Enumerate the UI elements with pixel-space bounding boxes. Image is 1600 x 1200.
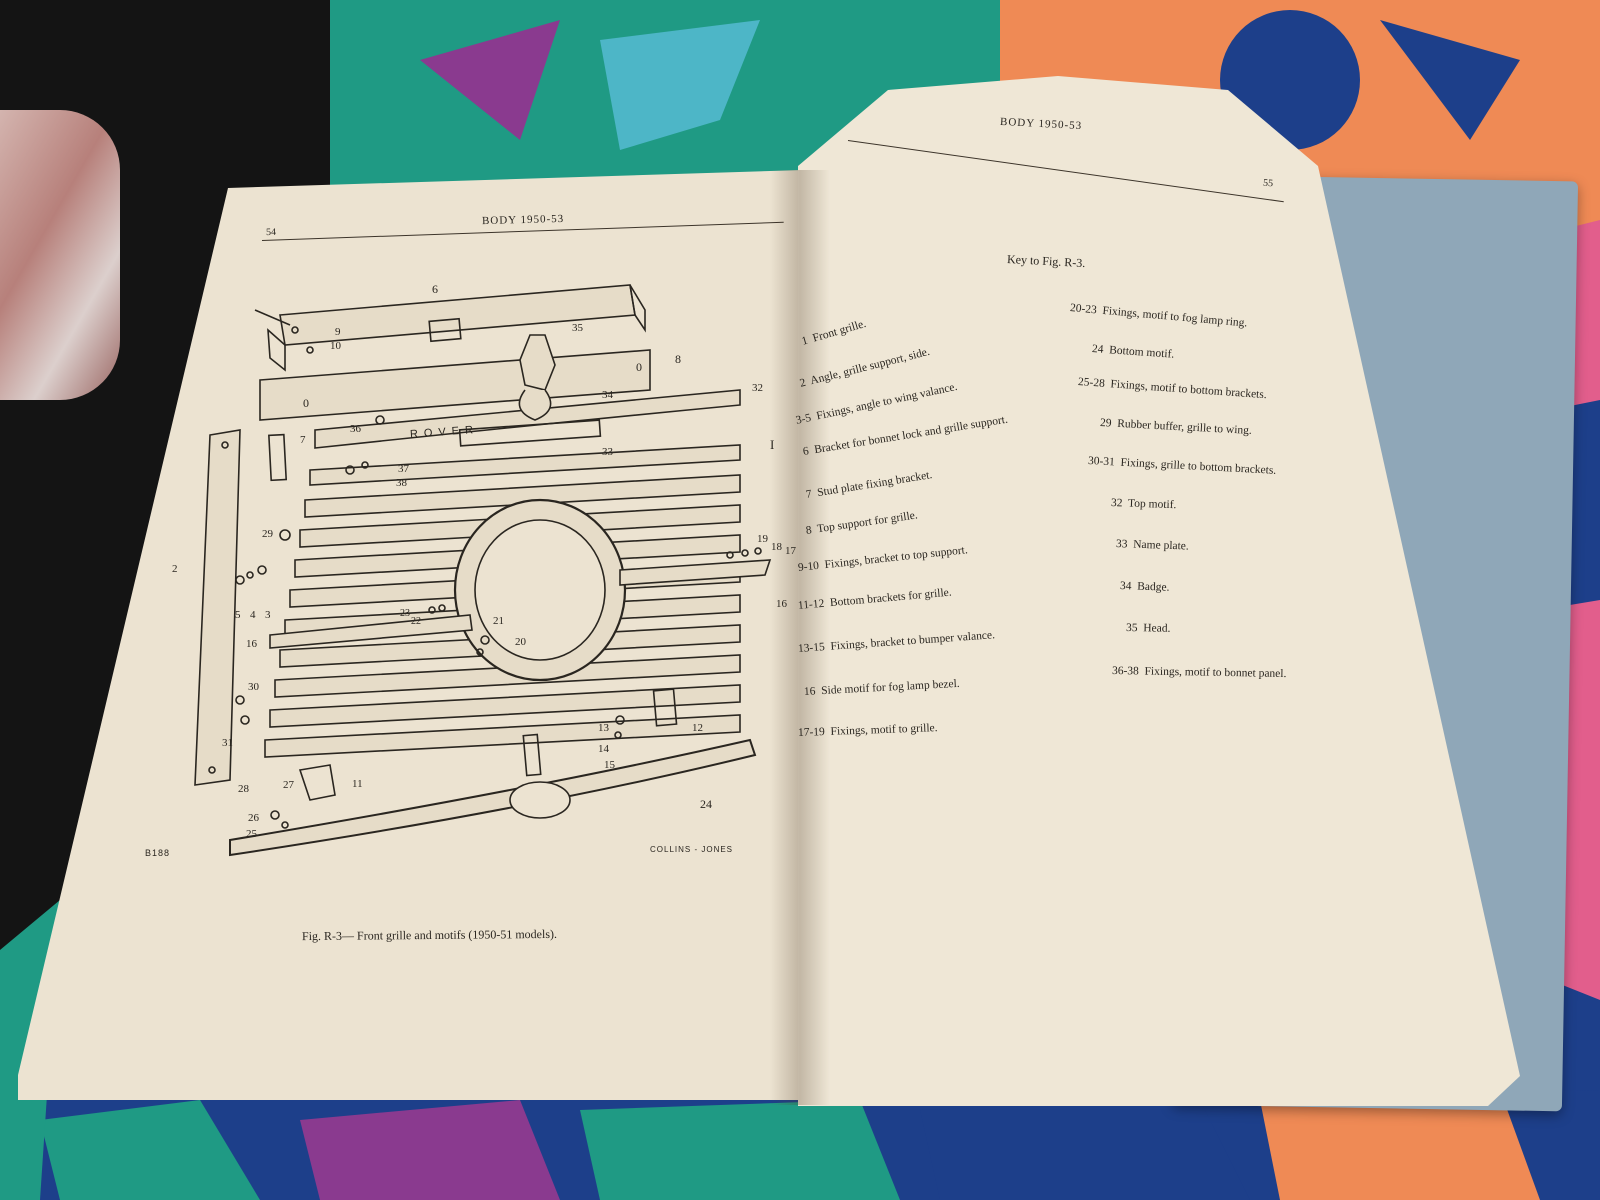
callout-31: 31	[222, 737, 233, 749]
left-page-number: 54	[265, 226, 277, 239]
figure-caption: Fig. R-3— Front grille and motifs (1950-…	[301, 926, 558, 944]
callout-16-right: 16	[776, 598, 787, 610]
name-plate-text: ROVER	[410, 424, 480, 441]
key-item-32: 32 Top motif.	[1110, 497, 1177, 512]
callout-25: 25	[246, 828, 257, 840]
artist-credit: COLLINS - JONES	[650, 845, 734, 854]
callout-33: 33	[602, 446, 613, 458]
plastic-tray	[0, 110, 120, 400]
callout-38: 38	[396, 477, 407, 489]
callout-34: 34	[602, 389, 613, 401]
callout-29: 29	[262, 528, 273, 540]
callout-27: 27	[283, 779, 294, 791]
callout-21: 21	[493, 615, 504, 627]
callout-23: 23	[400, 608, 410, 619]
callout-5: 5	[235, 609, 241, 621]
callout-20: 20	[515, 636, 526, 648]
callout-11: 11	[352, 778, 363, 790]
book-gutter	[770, 170, 830, 1105]
callout-18: 18	[771, 541, 782, 553]
callout-28: 28	[238, 783, 249, 795]
callout-36: 36	[350, 423, 361, 435]
callout-32: 32	[752, 382, 763, 394]
callout-10: 10	[330, 340, 341, 352]
callout-8: 8	[675, 352, 681, 366]
callout-6: 6	[432, 282, 438, 296]
left-page-header: BODY 1950-53	[481, 212, 565, 228]
callout-30: 30	[248, 681, 259, 693]
callout-17: 17	[785, 545, 796, 557]
callout-2: 2	[172, 563, 178, 575]
callout-37: 37	[398, 463, 409, 475]
callout-13: 13	[598, 722, 609, 734]
callout-0b: 0	[303, 396, 309, 410]
callout-1: I	[770, 437, 775, 452]
callout-14: 14	[598, 743, 609, 755]
callout-19: 19	[757, 533, 768, 545]
callout-35: 35	[572, 322, 583, 334]
callout-3: 3	[265, 609, 271, 621]
callout-7: 7	[300, 434, 306, 446]
callout-12: 12	[692, 722, 703, 734]
callout-4: 4	[250, 609, 256, 621]
grille-exploded-drawing: ROVER	[194, 284, 772, 857]
key-item-33: 33 Name plate.	[1115, 538, 1189, 553]
callout-26: 26	[248, 812, 259, 824]
right-page-number: 55	[1262, 177, 1274, 190]
figure-code: B188	[145, 848, 171, 858]
callout-16-left: 16	[246, 638, 257, 650]
key-item-35: 35 Head.	[1125, 622, 1171, 635]
callout-0a: 0	[636, 360, 642, 374]
key-item-34: 34 Badge.	[1119, 580, 1170, 594]
callout-22: 22	[411, 616, 421, 627]
callout-24: 24	[700, 797, 712, 811]
callout-9: 9	[335, 326, 341, 338]
callout-15: 15	[604, 759, 615, 771]
